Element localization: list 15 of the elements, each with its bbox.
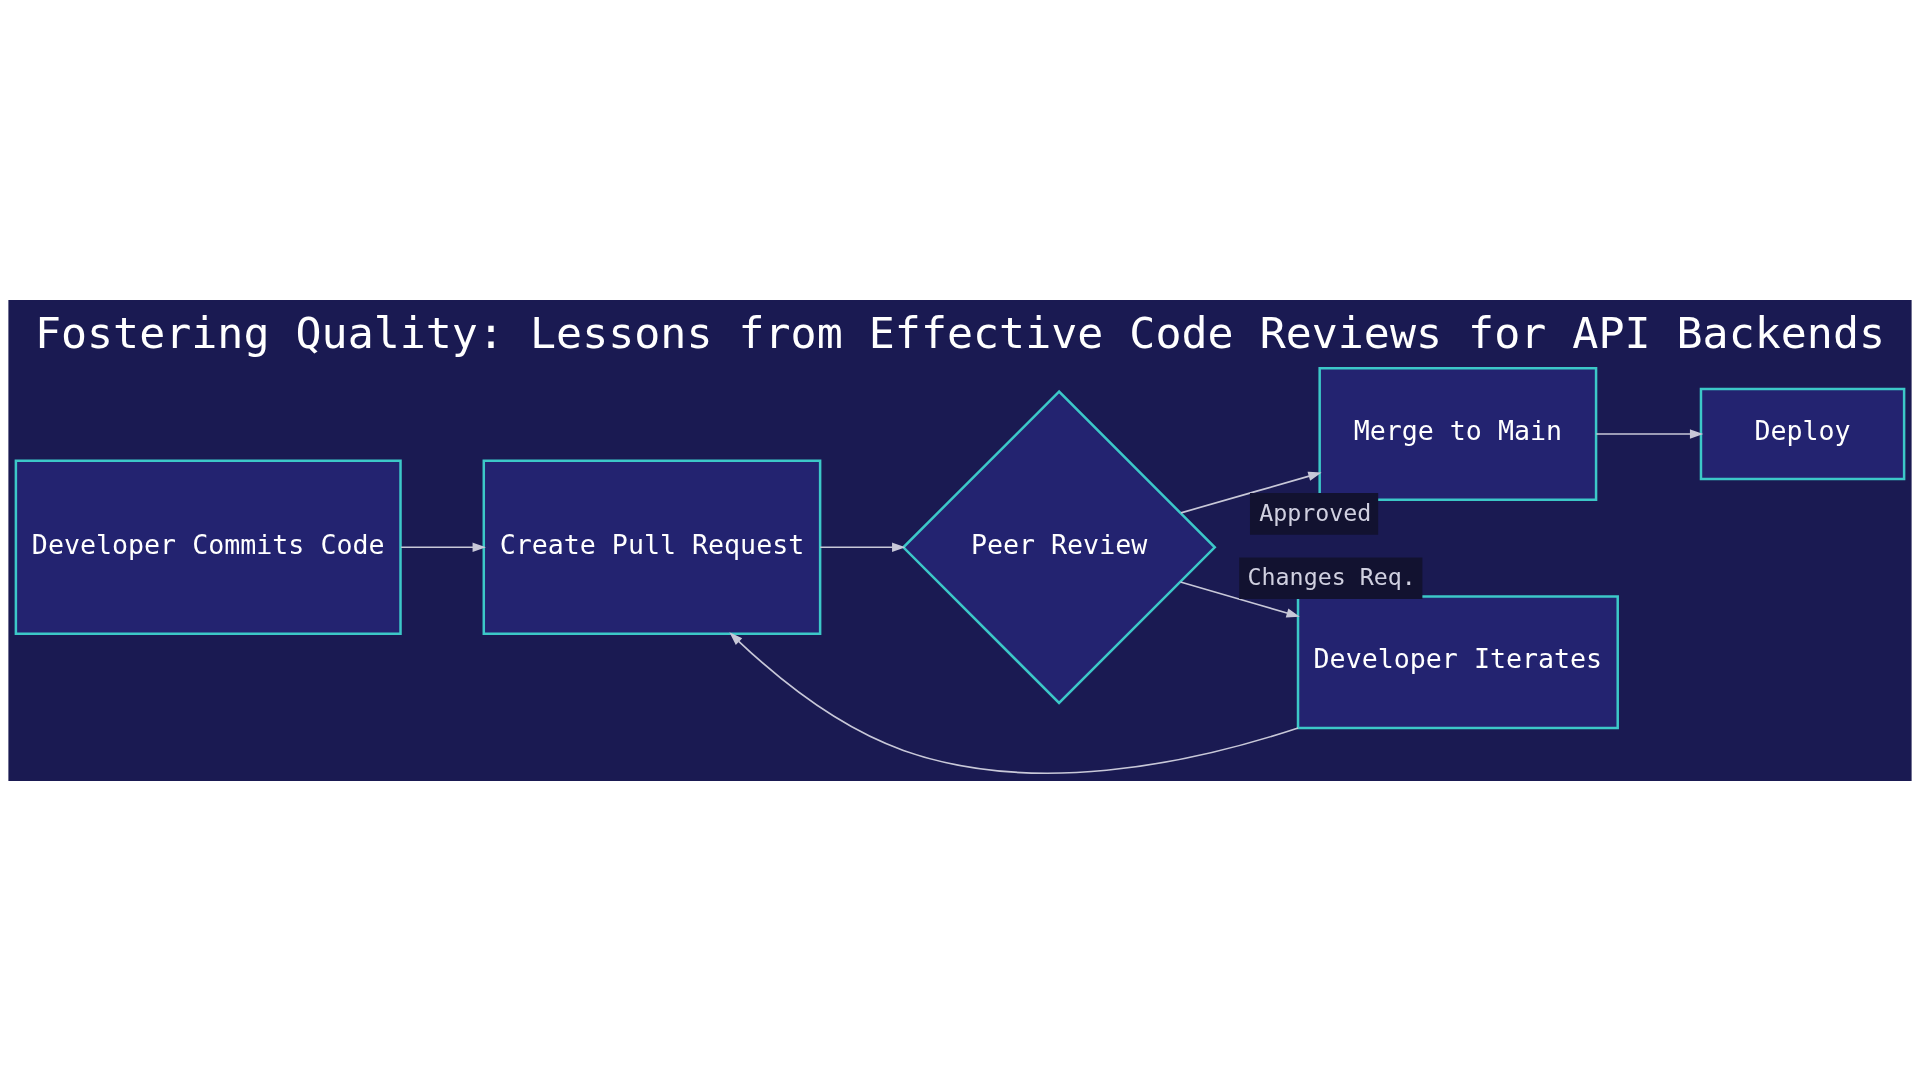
diagram-title: Fostering Quality: Lessons from Effective Code Reviews for API Backends: [34, 307, 1886, 358]
arrow: [729, 631, 1299, 774]
node-box: Developer Commits Code: [14, 458, 402, 635]
node-box: Merge to Main: [1318, 366, 1598, 501]
node-box: Developer Iterates: [1296, 594, 1619, 729]
edge-label: Approved: [1259, 498, 1372, 526]
node-box: Deploy: [1699, 387, 1906, 480]
arrow: [819, 542, 906, 552]
node-box: Create Pull Request: [482, 458, 822, 635]
arrow: [1180, 471, 1322, 514]
node-diamond: Peer Review: [901, 389, 1217, 705]
arrow: [1179, 580, 1300, 617]
arrow: [1595, 428, 1704, 439]
edge-label: Changes Req.: [1247, 562, 1416, 590]
arrow: [400, 542, 486, 552]
